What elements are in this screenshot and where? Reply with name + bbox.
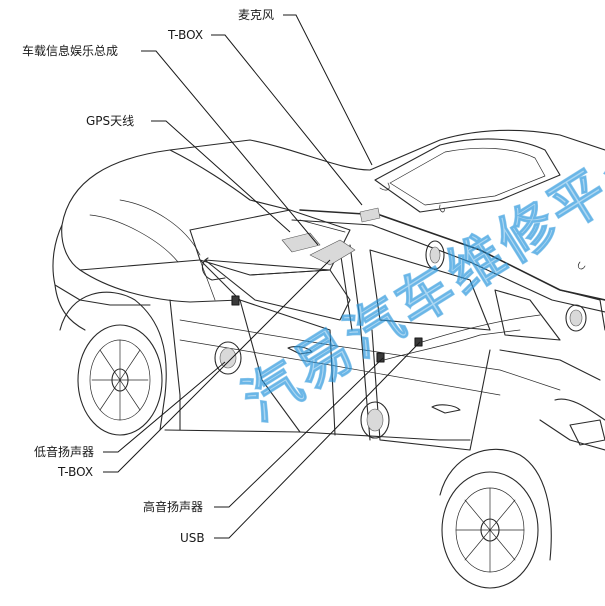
label-woofer: 低音扬声器 bbox=[34, 445, 95, 459]
leader-woofer bbox=[103, 361, 226, 453]
label-microphone: 麦克风 bbox=[238, 8, 275, 22]
leader-gps bbox=[151, 120, 291, 233]
leader-tbox-top bbox=[211, 34, 363, 206]
leader-tbox-bottom bbox=[103, 259, 331, 473]
label-tbox-bottom: T-BOX bbox=[58, 465, 94, 479]
leader-infotainment bbox=[141, 50, 319, 246]
leader-microphone bbox=[283, 14, 373, 166]
label-infotainment-unit: 车载信息娱乐总成 bbox=[22, 44, 119, 58]
label-usb: USB bbox=[180, 531, 205, 545]
leader-tweeter bbox=[214, 357, 384, 508]
leader-usb bbox=[214, 341, 421, 539]
label-tbox-top: T-BOX bbox=[168, 28, 204, 42]
label-tweeter: 高音扬声器 bbox=[143, 500, 204, 514]
label-gps-antenna: GPS天线 bbox=[86, 114, 135, 128]
